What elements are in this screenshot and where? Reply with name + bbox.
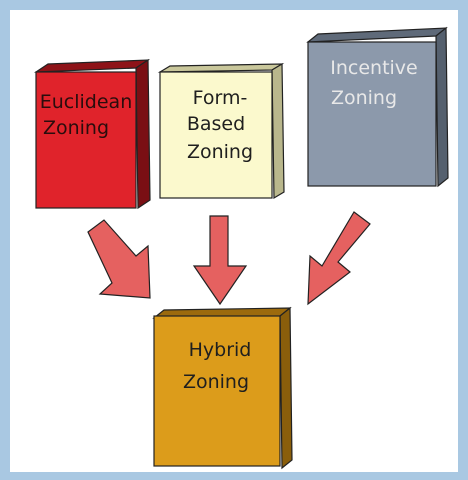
form-based-label-line1: Form- (193, 87, 248, 109)
euclidean-label-line2: Zoning (43, 117, 109, 139)
arrow-right (307, 211, 371, 306)
incentive-book-cover (307, 41, 437, 187)
arrow-left (87, 219, 151, 299)
incentive-label-line1: Incentive (330, 57, 418, 79)
form-based-zoning-book: Form- Based Zoning (157, 62, 285, 200)
incentive-zoning-book: Incentive Zoning (306, 26, 449, 188)
form-based-label-line2: Based (187, 113, 245, 135)
euclidean-label-line1: Euclidean (40, 91, 133, 113)
hybrid-zoning-book: Hybrid Zoning (152, 306, 293, 470)
hybrid-book-cover (153, 315, 281, 467)
euclidean-zoning-book: Euclidean Zoning (33, 58, 151, 210)
euclidean-book-cover (35, 71, 137, 209)
form-based-label-line3: Zoning (187, 141, 253, 163)
arrow-center (192, 215, 248, 306)
form-based-book-cover (159, 71, 273, 199)
hybrid-label-line1: Hybrid (189, 339, 252, 361)
hybrid-label-line2: Zoning (183, 371, 249, 393)
incentive-label-line2: Zoning (331, 87, 397, 109)
